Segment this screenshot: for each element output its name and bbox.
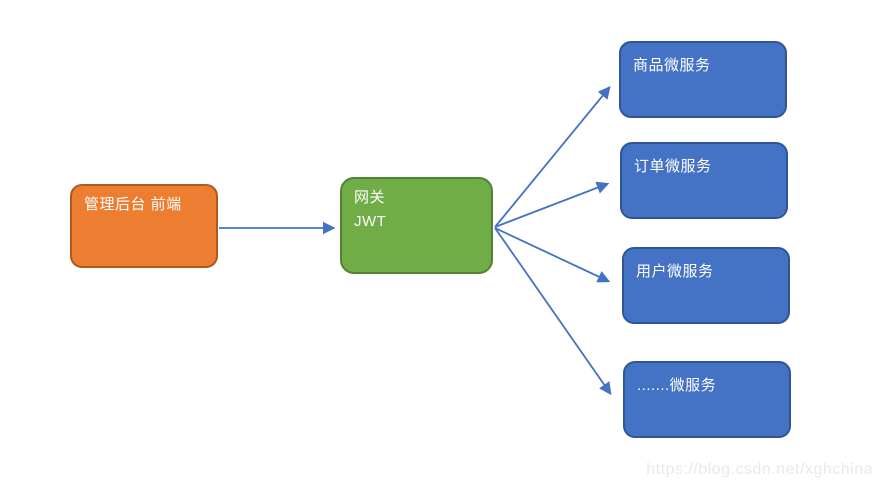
arrow-gateway-to-product-service xyxy=(494,86,611,228)
node-user-service: 用户微服务 xyxy=(622,247,790,324)
node-admin-frontend: 管理后台 前端 xyxy=(70,184,218,268)
arrow-gateway-to-user-service xyxy=(494,227,611,283)
node-order-service: 订单微服务 xyxy=(620,142,788,219)
watermark: https://blog.csdn.net/xghchina xyxy=(646,461,873,478)
node-other-service: .......微服务 xyxy=(623,361,791,438)
node-product-service: 商品微服务 xyxy=(619,41,787,118)
node-admin-frontend-label: 管理后台 前端 xyxy=(84,196,182,213)
node-product-service-label: 商品微服务 xyxy=(633,57,711,74)
node-gateway-sublabel: JWT xyxy=(354,213,387,230)
node-order-service-label: 订单微服务 xyxy=(634,158,712,175)
node-gateway: 网关 JWT xyxy=(340,177,493,274)
node-user-service-label: 用户微服务 xyxy=(636,263,714,280)
arrow-gateway-to-order-service xyxy=(494,181,610,228)
node-gateway-label: 网关 xyxy=(354,189,386,206)
node-other-service-label: .......微服务 xyxy=(637,377,717,394)
arrow-gateway-to-other-service xyxy=(494,227,612,396)
